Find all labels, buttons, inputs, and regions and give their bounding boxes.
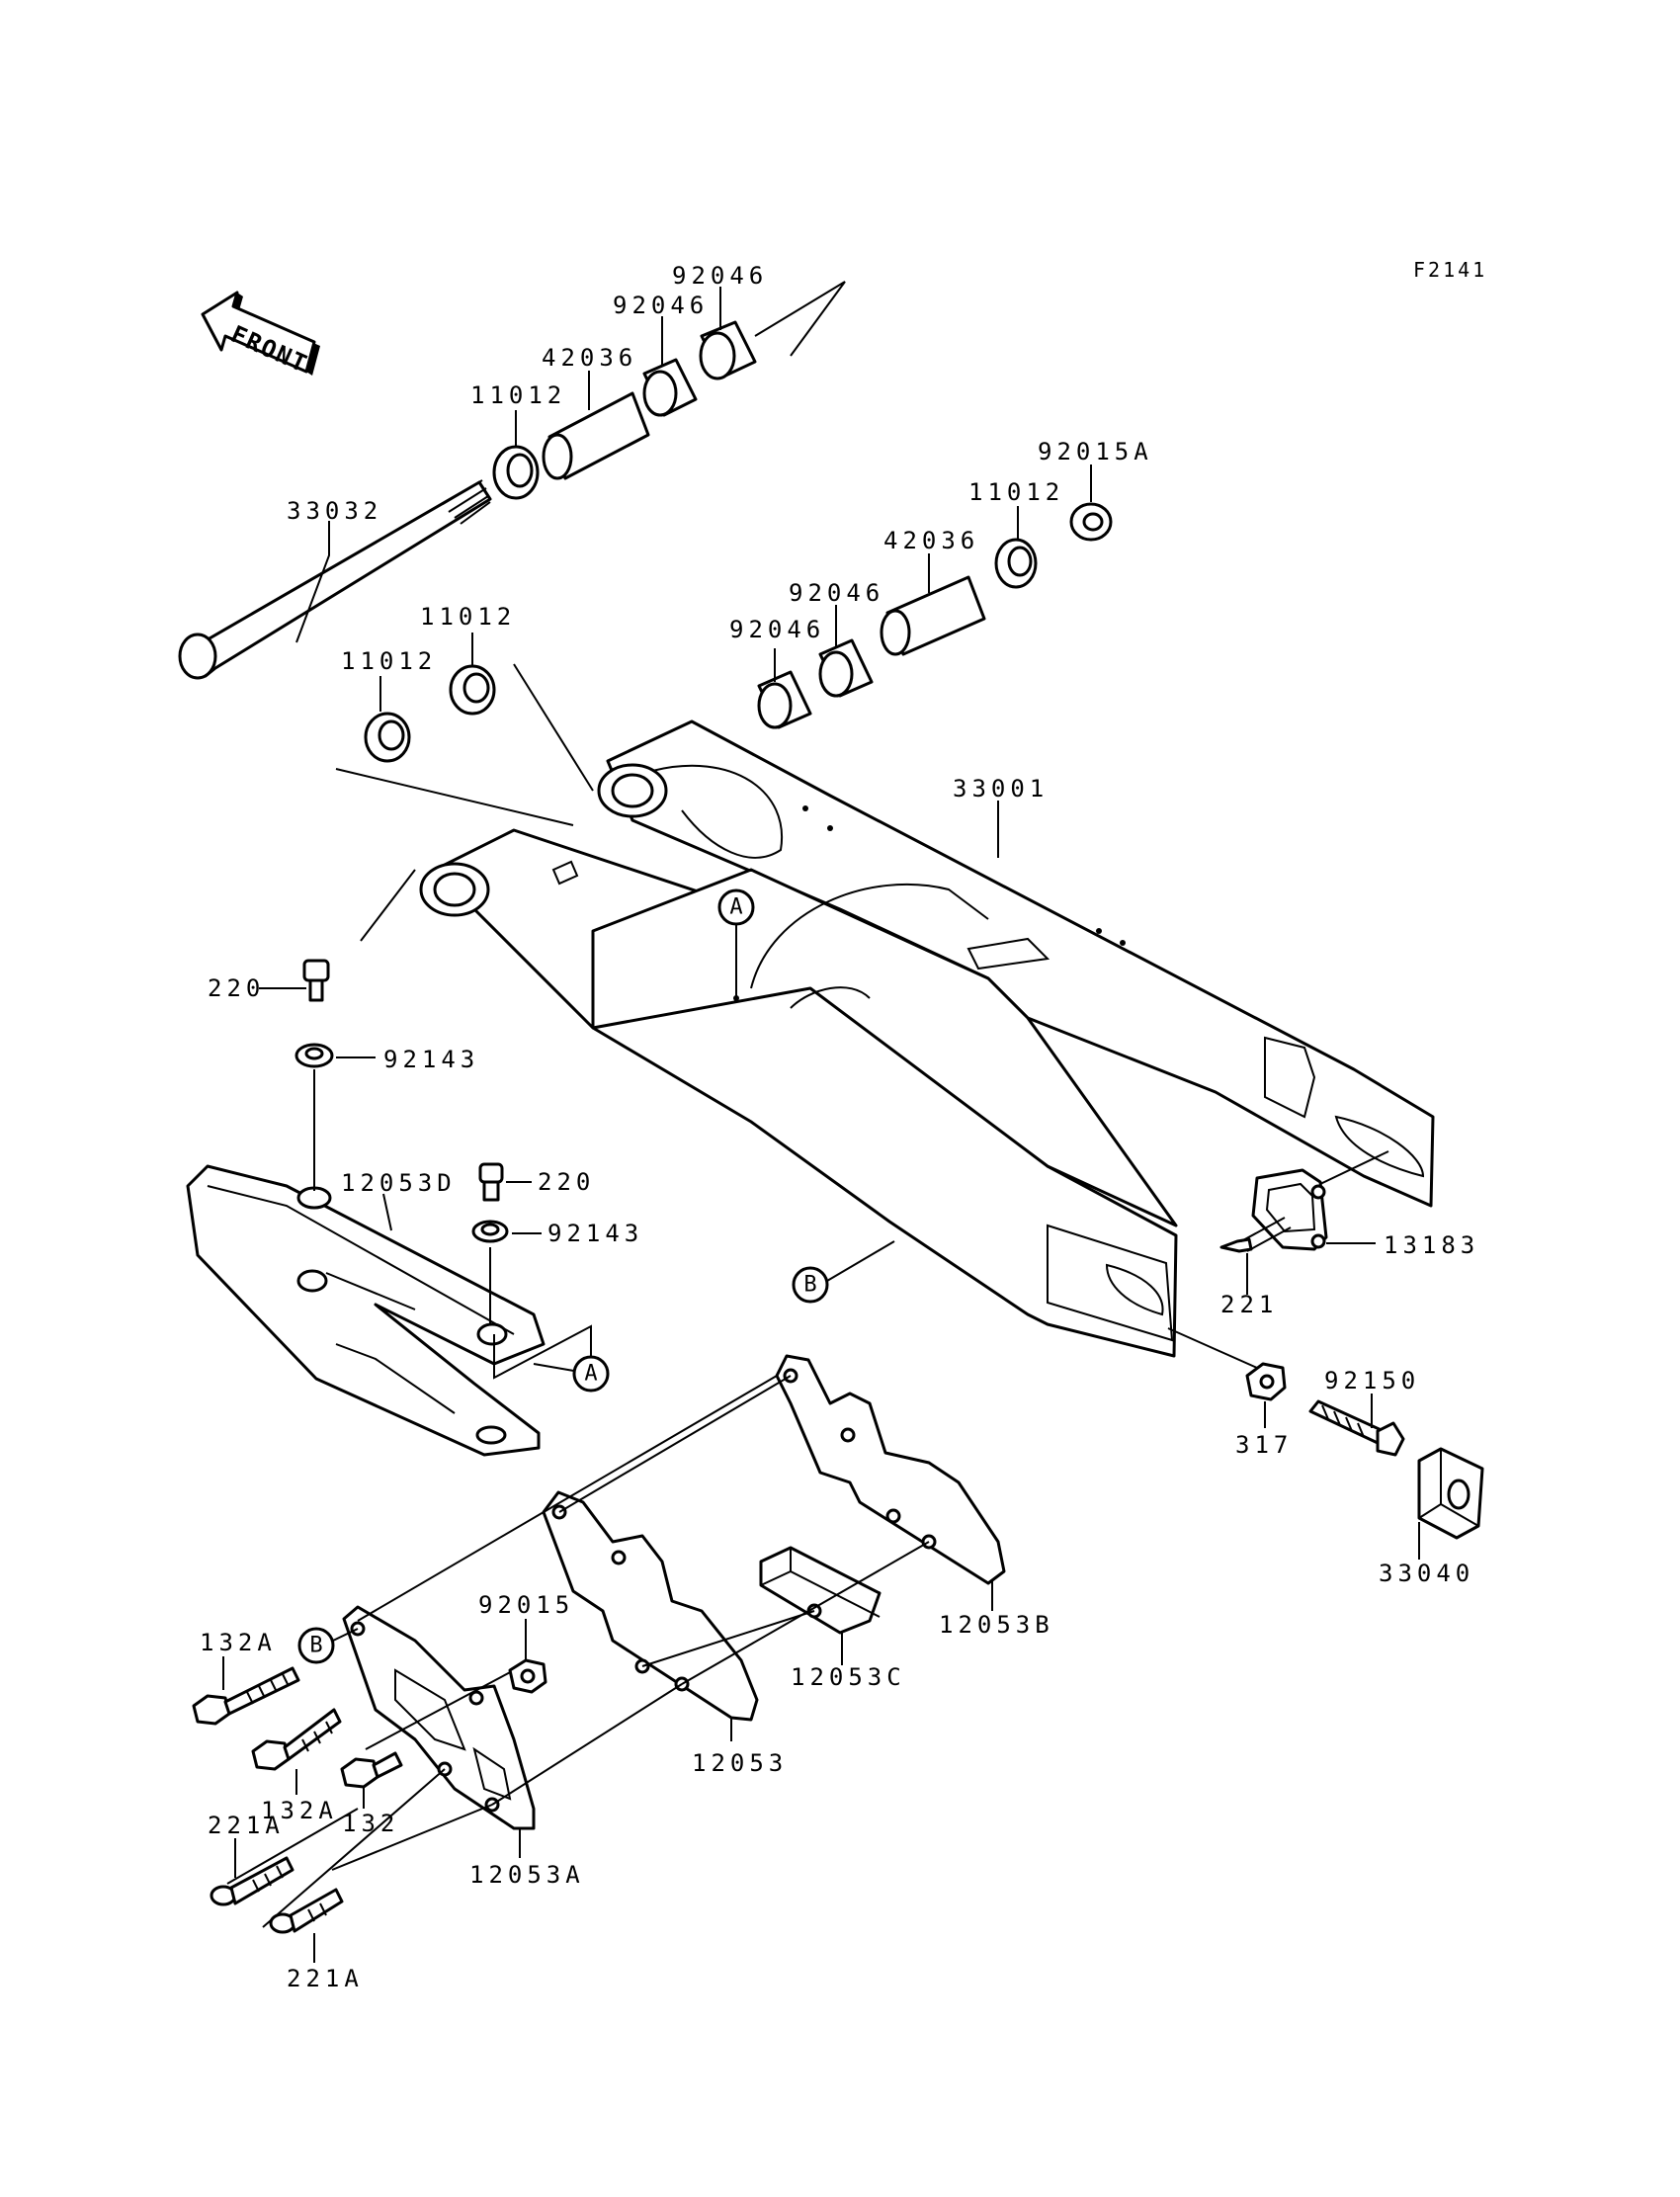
label-92015A: 92015A: [1038, 438, 1153, 465]
pivot-shaft-33032: [178, 479, 492, 680]
label-11012-top: 11012: [470, 381, 566, 409]
plate-13183: [1251, 1168, 1328, 1251]
ref-marker-b-arm: B: [792, 1240, 895, 1304]
seal-11012-left-a: [449, 664, 496, 716]
figure-code: F2141: [1413, 258, 1487, 282]
label-33040: 33040: [1379, 1560, 1474, 1587]
label-92046-b: 92046: [672, 262, 768, 290]
ref-marker-a-guide: A: [572, 1355, 610, 1393]
bolt-132: [340, 1751, 403, 1789]
swingarm-33001: [419, 719, 1435, 1358]
screw-221A-b: [269, 1888, 344, 1934]
nut-317: [1245, 1362, 1287, 1401]
label-220-b: 220: [538, 1168, 595, 1196]
bolt-92150: [1308, 1399, 1405, 1457]
washer-92143-a: [294, 1043, 334, 1068]
label-92046-d: 92046: [729, 616, 825, 643]
label-221A-b: 221A: [287, 1965, 364, 1992]
guide-plate-12053A: [342, 1605, 536, 1830]
label-317: 317: [1235, 1431, 1293, 1459]
chain-guide-12053D: [186, 1164, 546, 1457]
label-92143-b: 92143: [547, 1220, 643, 1247]
bearing-92046-d: [757, 670, 812, 729]
leader-top-group: [754, 281, 846, 357]
block-33040: [1417, 1447, 1484, 1540]
bearing-92046-b: [699, 320, 757, 380]
screw-220-a: [302, 959, 330, 1002]
label-92046-a: 92046: [613, 292, 709, 319]
screw-220-b: [478, 1162, 504, 1202]
bolt-132A-b: [251, 1708, 342, 1771]
label-221: 221: [1220, 1291, 1278, 1318]
leader-33032: [295, 521, 330, 643]
svg-text:B: B: [803, 1273, 816, 1298]
label-42036-top: 42036: [542, 344, 637, 372]
seal-11012-left-b: [364, 712, 411, 763]
label-11012-left-a: 11012: [420, 603, 516, 631]
collar-42036-top: [542, 391, 650, 480]
label-132: 132: [342, 1810, 399, 1837]
label-220-a: 220: [208, 974, 265, 1002]
svg-text:A: A: [584, 1362, 597, 1387]
guide-plate-12053: [542, 1490, 759, 1722]
svg-text:B: B: [309, 1634, 322, 1658]
label-92015: 92015: [478, 1591, 574, 1619]
screw-221A-a: [210, 1856, 294, 1906]
ref-marker-a-arm: A: [717, 888, 755, 998]
label-12053D: 12053D: [341, 1169, 457, 1197]
ref-marker-b-bolt: B: [297, 1627, 359, 1664]
svg-text:A: A: [729, 895, 742, 920]
seal-11012-right: [994, 538, 1038, 589]
label-11012-right: 11012: [968, 478, 1064, 506]
front-arrow-icon: FRONT: [201, 291, 320, 379]
label-12053: 12053: [692, 1749, 788, 1777]
seal-11012-top: [492, 445, 540, 500]
label-42036-right: 42036: [883, 527, 979, 554]
guide-plate-12053B: [775, 1354, 1006, 1585]
screw-221: [1219, 1217, 1292, 1253]
bolt-132A-a: [192, 1666, 300, 1726]
label-13183: 13183: [1384, 1231, 1479, 1259]
nut-92015A: [1069, 502, 1113, 542]
label-12053C: 12053C: [791, 1663, 906, 1691]
label-132A-b: 132A: [261, 1797, 338, 1824]
label-11012-left-b: 11012: [341, 647, 437, 675]
bearing-92046-a: [642, 358, 698, 417]
label-12053B: 12053B: [939, 1611, 1054, 1639]
collar-42036-right: [880, 575, 986, 656]
guide-block-12053C: [759, 1546, 882, 1635]
bearing-92046-c: [818, 638, 874, 698]
label-132A-a: 132A: [200, 1629, 277, 1656]
label-92143-a: 92143: [383, 1046, 479, 1073]
label-92046-c: 92046: [789, 579, 884, 607]
label-92150: 92150: [1324, 1367, 1420, 1394]
washer-92143-b: [471, 1220, 509, 1243]
label-12053A: 12053A: [469, 1861, 585, 1889]
label-33032: 33032: [287, 497, 382, 525]
label-221A-a: 221A: [208, 1812, 285, 1839]
nut-92015: [508, 1658, 547, 1694]
label-33001: 33001: [953, 775, 1049, 803]
